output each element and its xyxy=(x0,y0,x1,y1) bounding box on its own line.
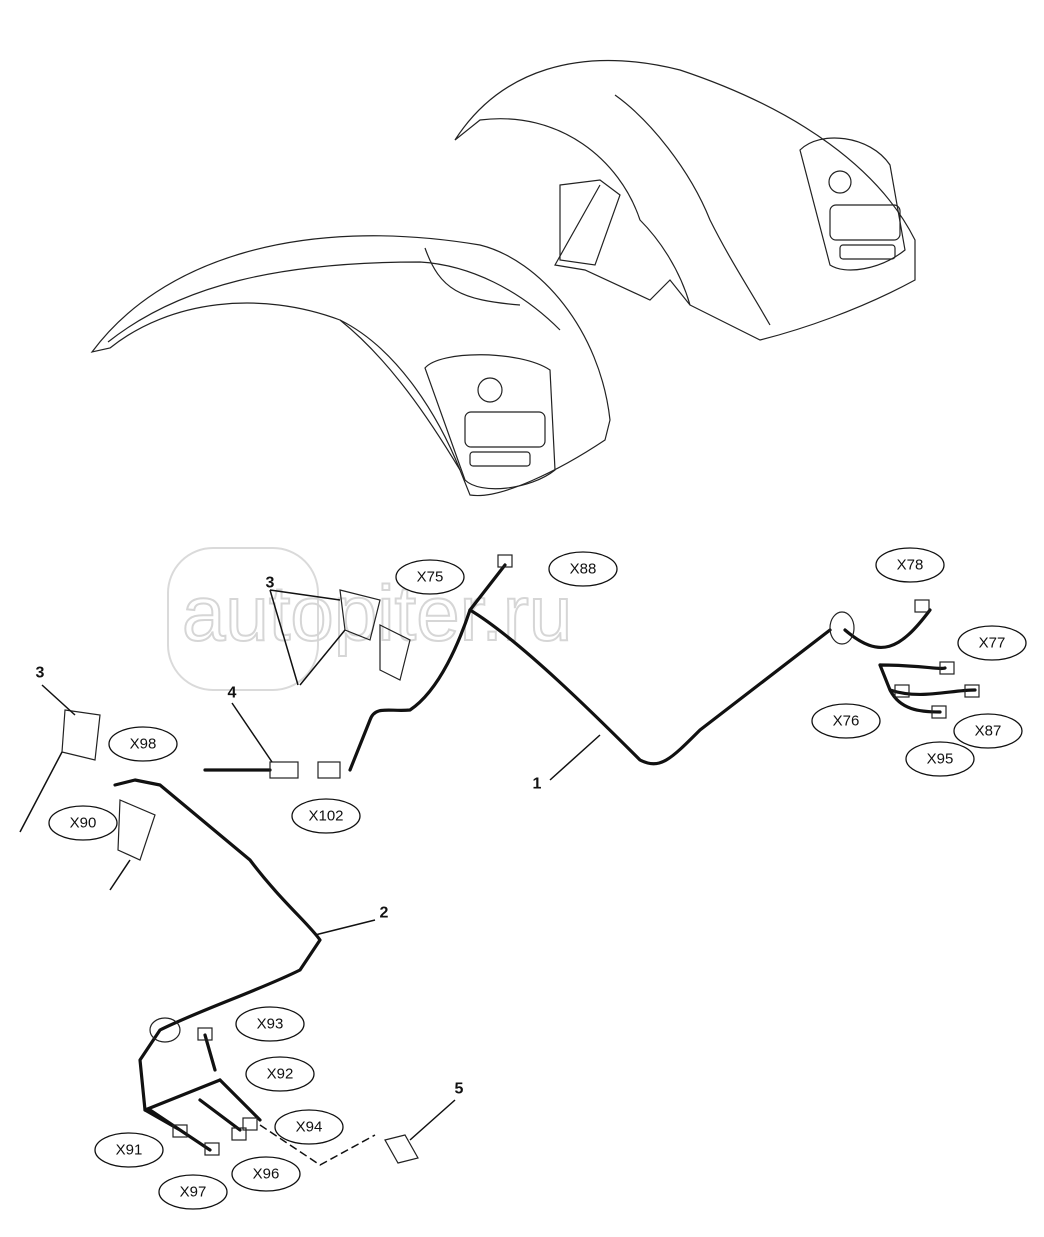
label-oval xyxy=(395,559,465,595)
label-oval xyxy=(274,1109,344,1145)
part-3-switch-left xyxy=(19,709,101,833)
connector-label-text: X88 xyxy=(570,561,597,578)
connector-label: X76 xyxy=(811,703,881,739)
connector-label-text: X93 xyxy=(257,1016,284,1033)
label-oval xyxy=(905,741,975,777)
connector-label: X93 xyxy=(235,1006,305,1042)
connector-label: X91 xyxy=(94,1132,164,1168)
item-numbers: 1 2 3 3 4 5 xyxy=(36,575,542,1098)
label-oval xyxy=(235,1006,305,1042)
connector-label-text: X95 xyxy=(927,751,954,768)
right-fender xyxy=(454,59,916,341)
connector-label-text: X97 xyxy=(180,1184,207,1201)
connector-label-text: X102 xyxy=(308,808,343,825)
item-number-5: 5 xyxy=(455,1081,464,1098)
label-oval xyxy=(231,1156,301,1192)
connector-label: X92 xyxy=(245,1056,315,1092)
connector-label-text: X87 xyxy=(975,723,1002,740)
part-5-clip xyxy=(384,1134,419,1164)
connector-label-text: X75 xyxy=(417,569,444,586)
connector-label: X87 xyxy=(953,713,1023,749)
connector-label: X96 xyxy=(231,1156,301,1192)
connector-label-text: X92 xyxy=(267,1066,294,1083)
left-fender xyxy=(90,235,611,497)
label-oval xyxy=(811,703,881,739)
connector-label-text: X77 xyxy=(979,635,1006,652)
connector-label: X97 xyxy=(158,1174,228,1210)
item-number-4: 4 xyxy=(228,685,237,702)
part-4-connector xyxy=(203,761,299,779)
connector-label-text: X98 xyxy=(130,736,157,753)
leader-lines xyxy=(41,589,601,1141)
connector-label: X77 xyxy=(957,625,1027,661)
item-number-1: 1 xyxy=(533,776,542,793)
label-oval xyxy=(158,1174,228,1210)
item-number-2: 2 xyxy=(380,905,389,922)
label-oval xyxy=(48,805,118,841)
connector-label-text: X96 xyxy=(253,1166,280,1183)
item-number-3: 3 xyxy=(266,575,275,592)
label-oval xyxy=(957,625,1027,661)
item-number-3: 3 xyxy=(36,665,45,682)
connector-label-text: X76 xyxy=(833,713,860,730)
harness-1 xyxy=(299,554,980,779)
connector-label: X90 xyxy=(48,805,118,841)
label-oval xyxy=(291,798,361,834)
connector-label-text: X78 xyxy=(897,557,924,574)
connector-label-text: X90 xyxy=(70,815,97,832)
label-oval xyxy=(94,1132,164,1168)
connector-label: X78 xyxy=(875,547,945,583)
connector-label: X102 xyxy=(291,798,361,834)
connector-label-text: X94 xyxy=(296,1119,323,1136)
watermark: autopiter.ru xyxy=(167,547,573,691)
connector-label: X98 xyxy=(108,726,178,762)
label-oval xyxy=(953,713,1023,749)
connector-label: X94 xyxy=(274,1109,344,1145)
label-oval xyxy=(548,551,618,587)
label-oval xyxy=(245,1056,315,1092)
connector-label: X88 xyxy=(548,551,618,587)
connector-label: X75 xyxy=(395,559,465,595)
connector-label: X95 xyxy=(905,741,975,777)
harness-2 xyxy=(109,778,376,1166)
label-oval xyxy=(108,726,178,762)
connector-label-text: X91 xyxy=(116,1142,143,1159)
label-oval xyxy=(875,547,945,583)
